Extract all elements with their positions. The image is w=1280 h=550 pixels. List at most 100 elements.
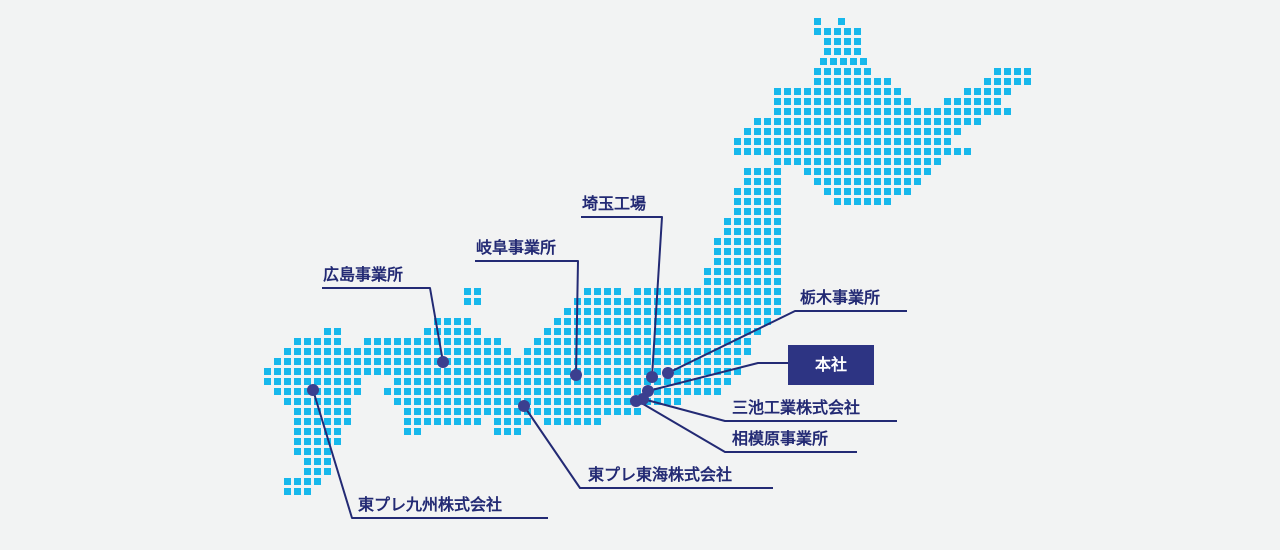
map-tile (774, 268, 781, 275)
map-tile (1024, 78, 1031, 85)
map-tile (464, 418, 471, 425)
map-tile (844, 128, 851, 135)
map-tile (764, 288, 771, 295)
map-tile (864, 138, 871, 145)
map-tile (804, 118, 811, 125)
map-tile (504, 358, 511, 365)
map-tile (864, 98, 871, 105)
map-tile (744, 268, 751, 275)
map-tile (734, 298, 741, 305)
map-tile (754, 208, 761, 215)
map-tile (484, 398, 491, 405)
map-tile (414, 388, 421, 395)
map-tile (774, 218, 781, 225)
map-tile (754, 278, 761, 285)
map-tile (714, 358, 721, 365)
map-tile (774, 198, 781, 205)
map-tile (604, 398, 611, 405)
map-tile (354, 358, 361, 365)
map-tile (844, 138, 851, 145)
map-tile (634, 408, 641, 415)
map-tile (644, 338, 651, 345)
map-tile (594, 318, 601, 325)
map-tile (664, 338, 671, 345)
map-tile (1004, 108, 1011, 115)
map-tile (614, 288, 621, 295)
map-tile (414, 418, 421, 425)
map-tile (434, 348, 441, 355)
map-tile (894, 108, 901, 115)
map-tile (764, 208, 771, 215)
map-tile (324, 458, 331, 465)
map-tile (814, 158, 821, 165)
label-sagamihara-office: 相模原事業所 (732, 429, 829, 448)
map-tile (524, 348, 531, 355)
map-tile (744, 308, 751, 315)
map-tile (850, 58, 857, 65)
map-tile (824, 88, 831, 95)
map-tile (854, 48, 861, 55)
map-tile (594, 348, 601, 355)
map-tile (764, 178, 771, 185)
map-tile (644, 288, 651, 295)
map-tile (424, 348, 431, 355)
map-tile (614, 408, 621, 415)
map-tile (684, 328, 691, 335)
map-tile (434, 368, 441, 375)
marker-tochigi (662, 367, 674, 379)
map-tile (434, 318, 441, 325)
map-tile (624, 398, 631, 405)
map-tile (814, 108, 821, 115)
map-tile (294, 438, 301, 445)
map-tile (664, 308, 671, 315)
map-tile (284, 378, 291, 385)
map-tile (674, 398, 681, 405)
map-tile (774, 118, 781, 125)
map-tile (614, 368, 621, 375)
map-tile (264, 368, 271, 375)
map-tile (454, 388, 461, 395)
map-tile (694, 298, 701, 305)
map-tile (324, 428, 331, 435)
map-tile (444, 418, 451, 425)
map-tile (744, 248, 751, 255)
map-tile (984, 88, 991, 95)
map-tile (444, 408, 451, 415)
map-tile (464, 378, 471, 385)
map-tile (774, 288, 781, 295)
map-tile (814, 68, 821, 75)
map-tile (764, 258, 771, 265)
map-tile (634, 328, 641, 335)
map-tile (744, 318, 751, 325)
map-tile (404, 368, 411, 375)
map-tile (734, 308, 741, 315)
map-tile (644, 348, 651, 355)
map-tile (694, 388, 701, 395)
map-tile (594, 418, 601, 425)
map-tile (314, 448, 321, 455)
map-tile (594, 338, 601, 345)
label-hiroshima-office: 広島事業所 (323, 265, 404, 284)
map-tile (734, 328, 741, 335)
map-tile (874, 178, 881, 185)
map-tile (444, 378, 451, 385)
map-tile (904, 128, 911, 135)
map-tile (604, 288, 611, 295)
map-tile (914, 168, 921, 175)
map-tile (854, 78, 861, 85)
map-tile (854, 98, 861, 105)
map-tile (504, 378, 511, 385)
map-tile (724, 248, 731, 255)
map-tile (564, 338, 571, 345)
map-tile (694, 328, 701, 335)
map-tile (604, 378, 611, 385)
map-tile (914, 178, 921, 185)
map-tile (564, 418, 571, 425)
map-tile (984, 98, 991, 105)
map-tile (314, 418, 321, 425)
map-tile (624, 328, 631, 335)
map-tile (814, 78, 821, 85)
map-tile (754, 258, 761, 265)
map-tile (774, 148, 781, 155)
leader-line-sagamihara (637, 400, 857, 453)
